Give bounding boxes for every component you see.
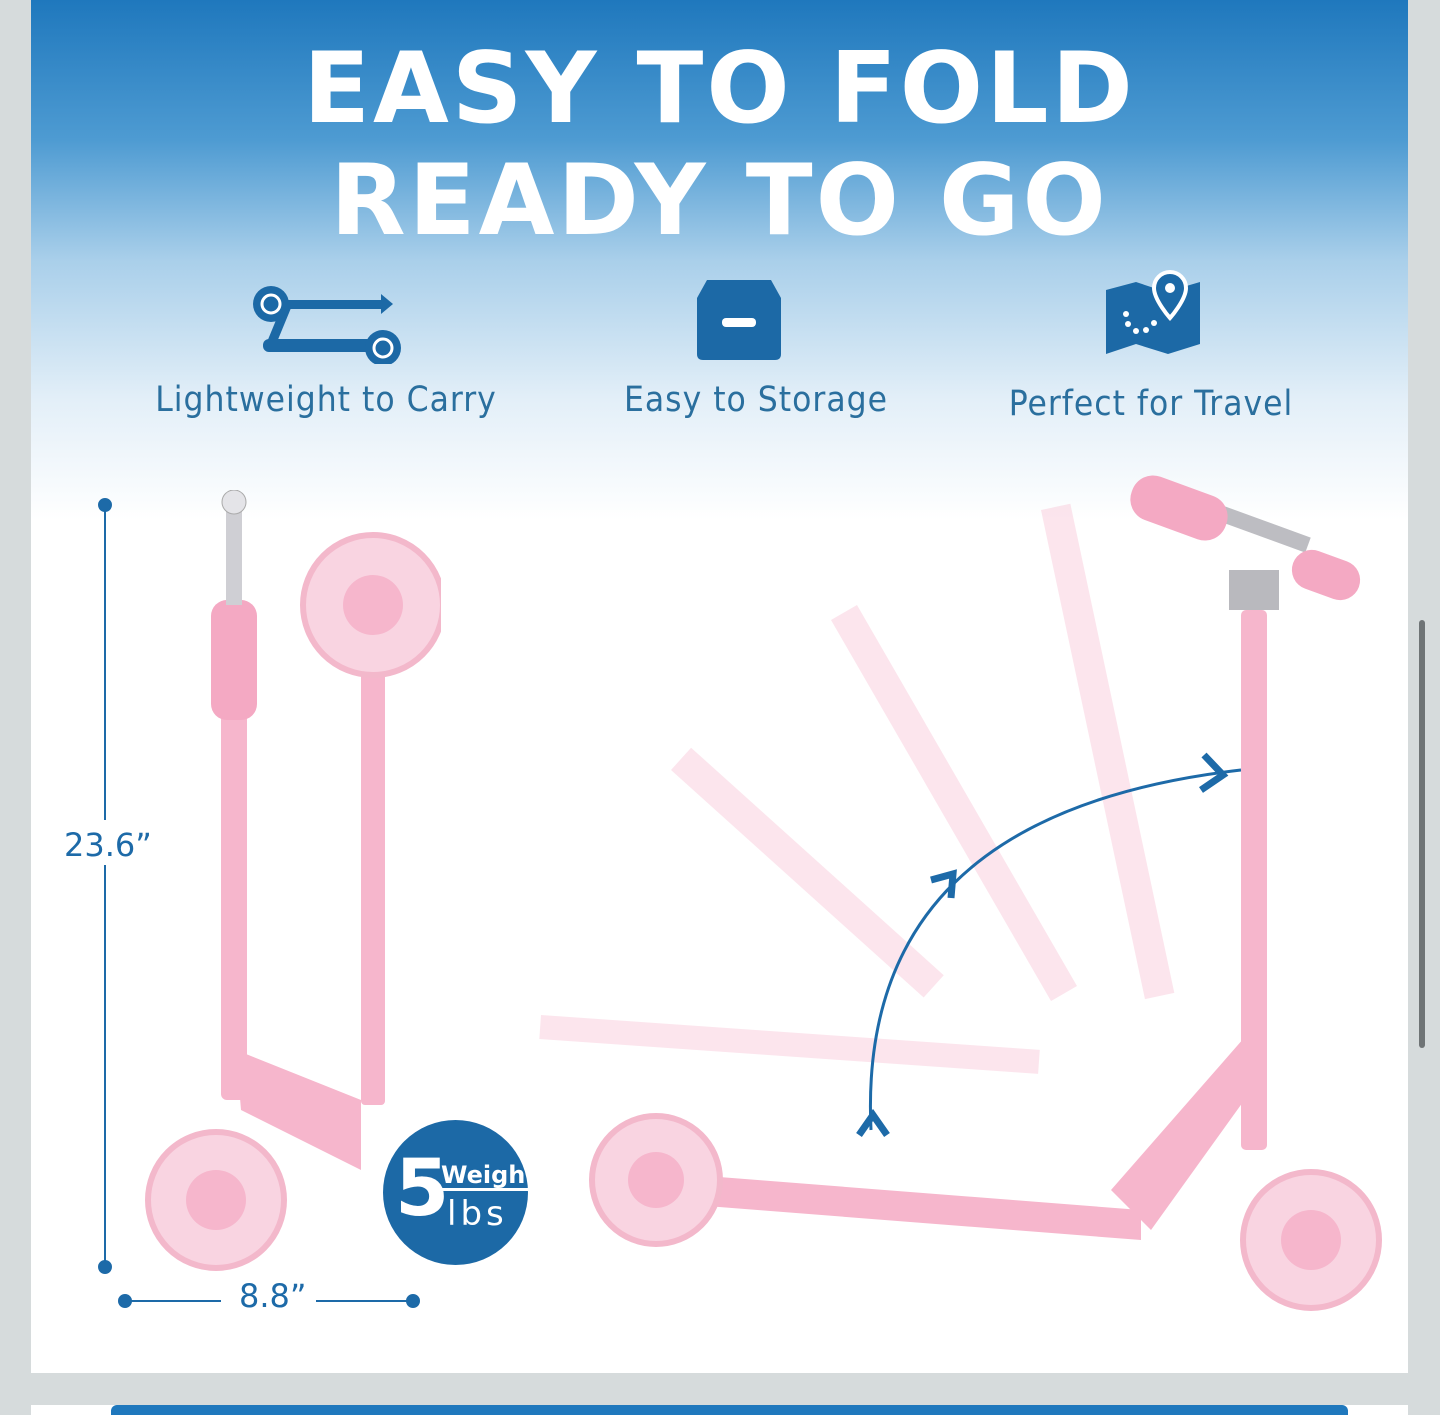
headline-line-1: EASY TO FOLD xyxy=(303,32,1136,146)
folded-scooter-icon xyxy=(253,286,401,364)
weight-unit: lbs xyxy=(447,1194,508,1234)
dimension-lines xyxy=(98,498,420,1308)
headline-line-2: READY TO GO xyxy=(330,144,1109,258)
next-card-banner xyxy=(111,1405,1348,1415)
width-dimension-label: 8.8” xyxy=(239,1277,307,1315)
next-image-card xyxy=(31,1405,1408,1415)
feature-label-storage: Easy to Storage xyxy=(623,380,889,420)
folded-scooter-image xyxy=(145,490,441,1271)
weight-value: 5 xyxy=(395,1144,450,1234)
storage-box-icon xyxy=(697,280,781,360)
unfolding-scooter-image xyxy=(539,475,1382,1311)
height-dimension-label: 23.6” xyxy=(64,826,152,864)
product-image-card: EASY TO FOLD READY TO GO Lightweight to … xyxy=(31,0,1408,1373)
feature-label-lightweight: Lightweight to Carry xyxy=(155,380,497,420)
weight-label: Weight xyxy=(441,1162,537,1192)
weight-badge: 5 Weight lbs xyxy=(383,1120,537,1265)
scrollbar[interactable] xyxy=(1419,620,1425,1048)
travel-map-pin-icon xyxy=(1106,269,1200,354)
feature-label-travel: Perfect for Travel xyxy=(1008,384,1294,424)
